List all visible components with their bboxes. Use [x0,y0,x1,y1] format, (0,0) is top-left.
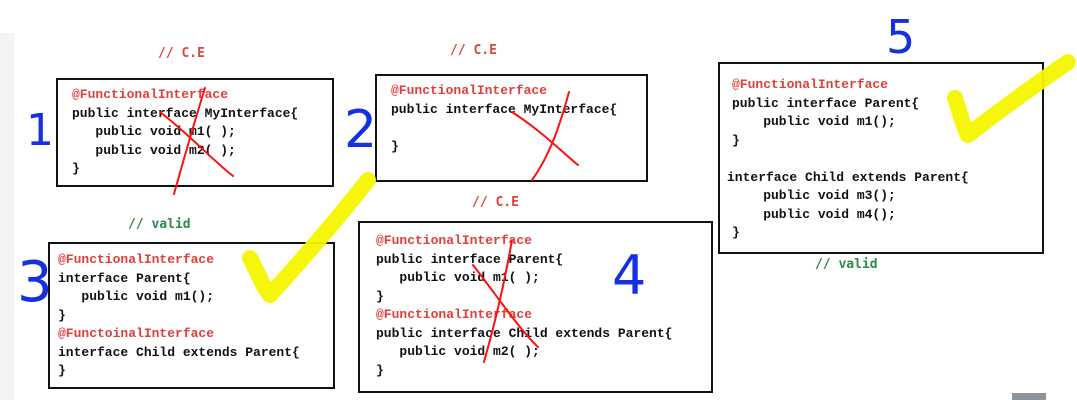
code-box-3: @FunctionalInterface interface Parent{ p… [48,242,335,389]
code-line: public void m1(); [58,289,215,304]
code-line: public void m2( ); [376,344,540,359]
code-line: public void m1( ); [72,124,236,139]
code-line: @FunctionalInterface [72,87,229,102]
code-line [391,119,646,138]
valid-label-3: // valid [128,217,191,232]
valid-label-5: // valid [815,257,878,272]
handwritten-number-4: 4 [612,244,647,307]
code-line: public void m1(); [732,114,896,129]
code-line: public interface MyInterface{ [72,105,299,121]
code-box-5: @FunctionalInterface public interface Pa… [718,62,1044,254]
code-line: public interface MyInterface{ [391,101,618,117]
code-line: interface Child extends Parent{ [727,169,969,185]
code-line: public interface Child extends Parent{ [376,325,673,341]
code-box-2: @FunctionalInterface public interface My… [375,74,648,182]
handwritten-number-3: 3 [17,250,53,315]
code-line: } [58,307,66,323]
code-line: } [72,161,80,176]
left-edge-strip [0,33,14,400]
code-line: @FunctionalInterface [376,307,533,322]
code-line: public interface Parent{ [732,95,920,111]
code-line: public void m4(); [732,206,896,222]
code-line: @FunctionalInterface [376,233,533,248]
code-line: @FunctoinalInterface [58,326,215,341]
code-line: interface Parent{ [58,270,191,286]
code-line: } [732,225,740,240]
code-line: public void m3(); [732,188,896,203]
code-line: } [391,138,399,154]
code-line: @FunctionalInterface [391,83,548,98]
code-line: public void m1( ); [376,270,540,285]
code-line: @FunctionalInterface [58,252,215,267]
code-box-4: @FunctionalInterface public interface Pa… [358,221,713,393]
code-line: } [732,132,740,148]
code-line: } [376,288,384,304]
code-line: public interface Parent{ [376,251,564,267]
handwritten-number-1: 1 [26,105,54,156]
handwritten-number-2: 2 [344,100,378,160]
corner-widget [1012,393,1046,400]
code-line: } [58,363,66,378]
ce-label-2: // C.E [450,43,497,58]
ce-label-4: // C.E [472,195,519,210]
ce-label-1: // C.E [158,46,205,61]
code-box-1: @FunctionalInterface public interface My… [56,78,334,187]
code-line [732,150,1042,169]
handwritten-number-5: 5 [886,10,916,64]
code-line: public void m2( ); [72,142,236,158]
code-line: } [376,362,384,378]
code-line: interface Child extends Parent{ [58,344,300,360]
code-line: @FunctionalInterface [732,77,889,92]
